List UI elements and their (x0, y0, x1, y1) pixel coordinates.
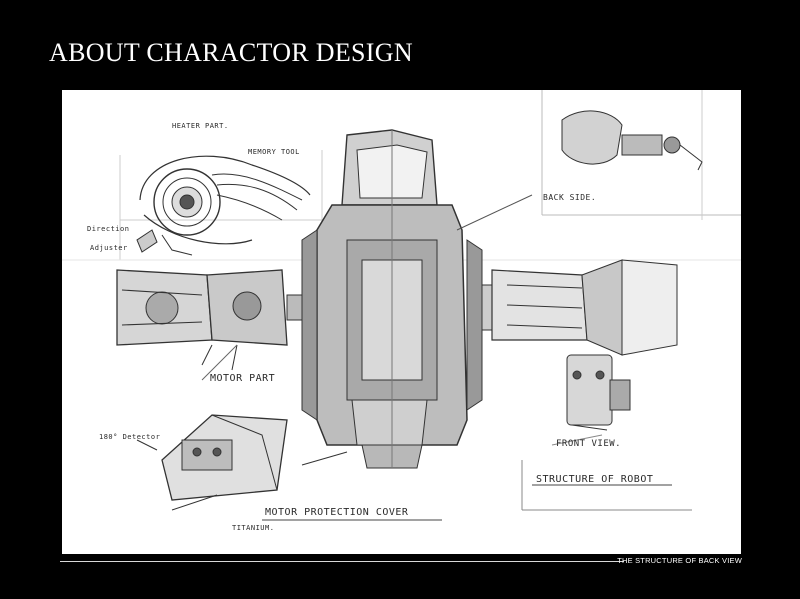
motor-part-sketch (116, 269, 318, 381)
label-titanium: TITANIUM. (232, 524, 275, 532)
robot-structure-sketch: HEATER PART. MEMORY TOOL Direction Adjus… (62, 90, 741, 554)
slide-title: ABOUT CHARACTOR DESIGN (49, 38, 413, 67)
motor-protection-cover-sketch (136, 414, 348, 511)
footer-caption: THE STRUCTURE OF BACK VIEW (617, 556, 742, 565)
label-back-side: BACK SIDE. (543, 193, 597, 202)
label-front-view: FRONT VIEW. (556, 439, 622, 449)
label-180-detector: 180° Detector (99, 433, 161, 441)
label-motor-protection-cover: MOTOR PROTECTION COVER (265, 507, 409, 518)
right-flange-sketch (481, 259, 678, 356)
label-adjuster: Adjuster (90, 244, 128, 252)
label-heater-part: HEATER PART. (172, 122, 229, 130)
sketch-drawing (62, 90, 741, 521)
front-view-sketch (566, 354, 631, 431)
heater-part-sketch (136, 155, 311, 256)
label-structure-of-robot: STRUCTURE OF ROBOT (536, 474, 654, 485)
footer-divider (60, 561, 624, 562)
back-side-sketch (456, 110, 703, 231)
label-direction: Direction (87, 225, 130, 233)
label-memory-tool: MEMORY TOOL (248, 148, 300, 156)
central-robot-body (301, 129, 483, 469)
label-motor-part: MOTOR PART (210, 373, 276, 384)
